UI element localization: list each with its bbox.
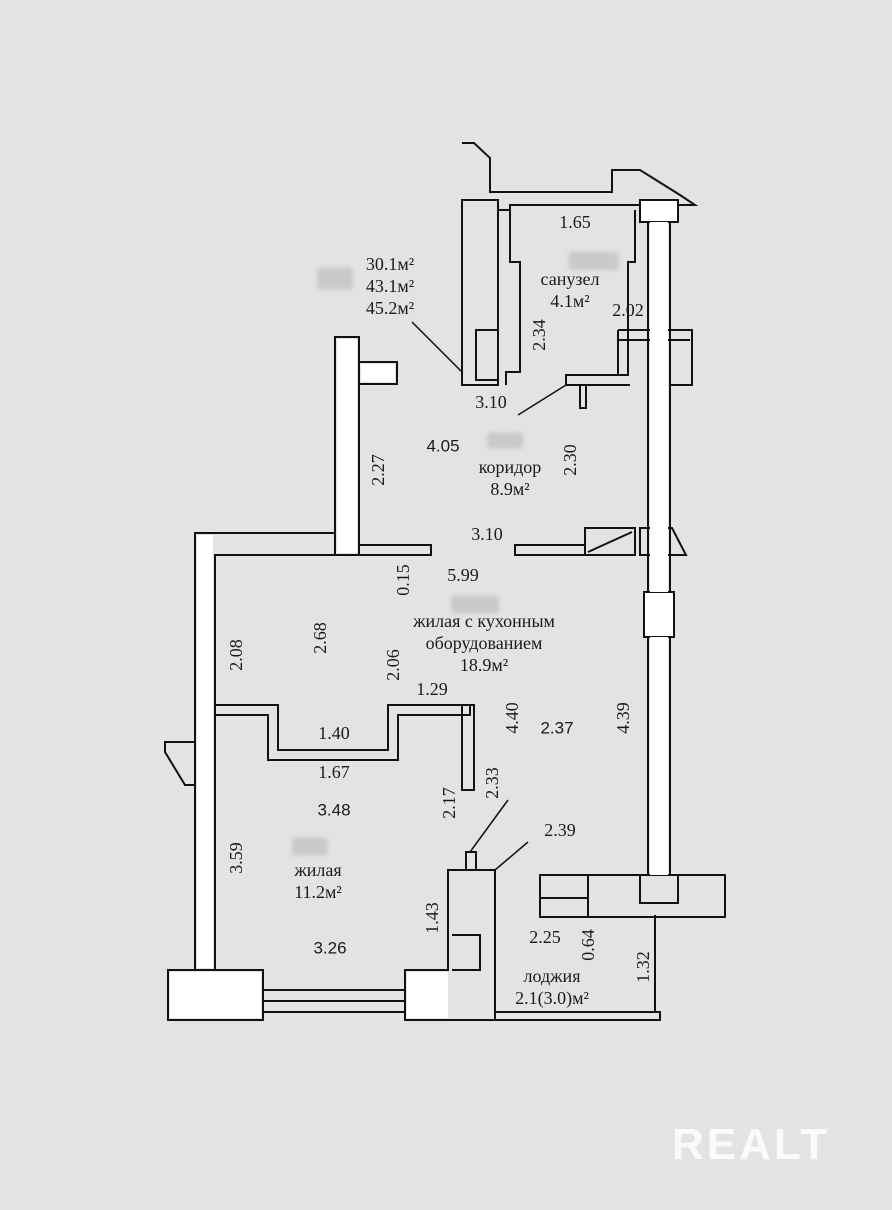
room-living-kitchen-area: 18.9м²	[459, 655, 509, 675]
room-bathroom: санузел 4.1м²	[540, 252, 619, 312]
dim-132: 1.32	[633, 951, 653, 983]
dim-348: 3.48	[317, 800, 351, 820]
dim-233: 2.33	[482, 767, 502, 799]
dim-206: 2.06	[383, 649, 403, 681]
room-loggia-name: лоджия	[523, 966, 581, 986]
dim-064: 0.64	[578, 929, 598, 961]
dim-143: 1.43	[422, 902, 442, 934]
leader-239	[494, 841, 529, 871]
room-corridor-area: 8.9м²	[490, 479, 530, 499]
dim-140: 1.40	[318, 723, 350, 743]
dim-599: 5.99	[447, 565, 479, 585]
room-living-kitchen: жилая с кухонным оборудованием 18.9м²	[413, 610, 555, 676]
area-gross: 45.2м²	[365, 298, 415, 318]
wall-bathroom-left-inner	[475, 329, 499, 381]
room-living-name: жилая	[294, 860, 342, 880]
wall-lower-right	[539, 874, 726, 918]
area-living-total: 43.1м²	[365, 276, 415, 296]
room-bathroom-name: санузел	[540, 269, 600, 289]
column-lower-inner	[639, 874, 679, 904]
dim-440: 4.40	[502, 702, 522, 734]
dim-310b: 3.10	[471, 524, 503, 544]
dim-326: 3.26	[313, 938, 347, 958]
dim-234: 2.34	[529, 319, 549, 351]
wall-stub-top	[358, 361, 398, 385]
dim-237: 2.37	[540, 718, 574, 738]
column-block	[639, 199, 679, 223]
dim-225: 2.25	[529, 927, 561, 947]
area-total: 30.1м²	[365, 254, 415, 274]
leader-area	[411, 321, 463, 373]
dim-310a: 3.10	[475, 392, 507, 412]
corridor-redaction	[487, 432, 523, 452]
bathroom-stub	[579, 385, 587, 409]
stub-239	[465, 851, 477, 871]
corridor-stub-right	[514, 544, 586, 556]
room-loggia-area: 2.1(3.0)м²	[515, 988, 589, 1008]
room-corridor: коридор 8.9м²	[479, 456, 542, 500]
area-redaction	[317, 267, 353, 293]
room-living-kitchen-name1: жилая с кухонным	[413, 611, 555, 631]
dim-439: 4.39	[613, 702, 633, 734]
leader-bath	[517, 384, 567, 416]
living-redaction	[292, 837, 328, 859]
dim-202: 2.02	[612, 300, 644, 320]
bay-left	[164, 741, 195, 786]
kitchen-counter	[214, 704, 471, 761]
dim-268: 2.68	[310, 622, 330, 654]
right-nub	[669, 329, 693, 386]
dim-405: 4.05	[426, 436, 460, 456]
room-living: жилая 11.2м²	[294, 859, 342, 903]
dim-217: 2.17	[439, 787, 459, 819]
kitchen-redaction	[451, 595, 499, 617]
dim-167: 1.67	[318, 762, 350, 782]
leader-233	[469, 799, 509, 853]
column-lower	[587, 874, 726, 918]
dim-165: 1.65	[559, 212, 591, 232]
bathroom-partition	[505, 210, 521, 385]
room-living-area: 11.2м²	[294, 882, 342, 902]
wall-living-outer	[194, 532, 335, 971]
counter-stub	[461, 704, 475, 791]
loggia-outline	[495, 915, 661, 1021]
dim-129: 1.29	[416, 679, 448, 699]
room-bathroom-area: 4.1м²	[550, 291, 590, 311]
room-loggia: лоджия 2.1(3.0)м²	[515, 965, 589, 1009]
wall-corridor-left	[334, 336, 360, 556]
dim-015: 0.15	[393, 564, 413, 596]
wall-bathroom-top	[462, 142, 699, 216]
realt-watermark-logo: REALT	[672, 1120, 831, 1169]
dim-208: 2.08	[226, 639, 246, 671]
corridor-stub-left	[358, 544, 432, 556]
dim-230: 2.30	[560, 444, 580, 476]
room-living-kitchen-name2: оборудованием	[425, 633, 543, 653]
dim-227: 2.27	[368, 454, 388, 486]
room-corridor-name: коридор	[478, 457, 542, 477]
dim-239: 2.39	[544, 820, 576, 840]
column-mid	[643, 591, 675, 638]
dim-359: 3.59	[226, 842, 246, 874]
wall-bathroom-left	[461, 199, 499, 386]
